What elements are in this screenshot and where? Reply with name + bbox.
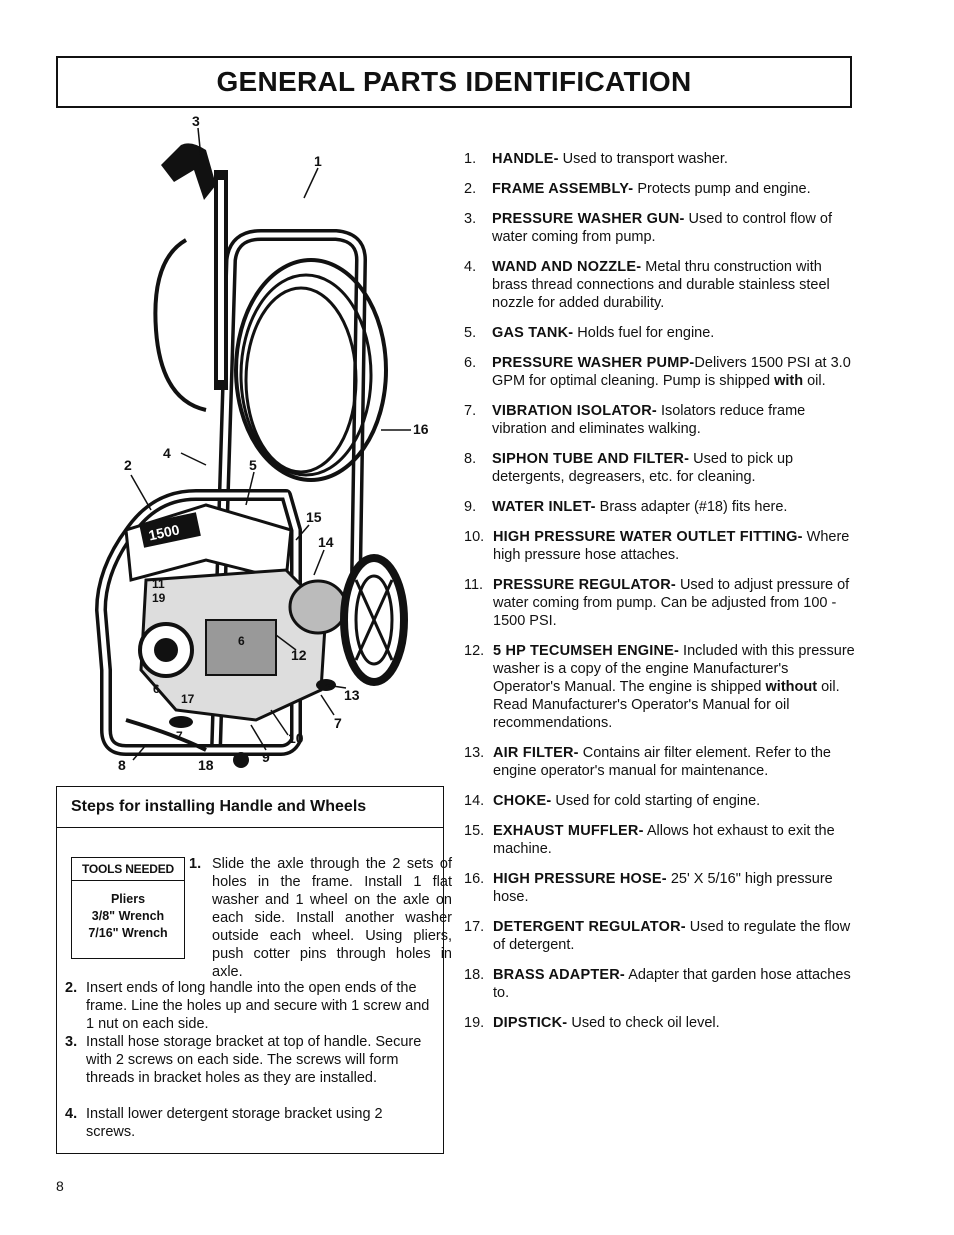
part-item: 18.BRASS ADAPTER- Adapter that garden ho… (464, 967, 851, 1001)
step-item: 2. Insert ends of long handle into the o… (65, 980, 430, 1032)
page-title: GENERAL PARTS IDENTIFICATION (216, 66, 692, 97)
parts-list: 1.HANDLE- Used to transport washer. 2.FR… (464, 150, 856, 1044)
part-item: 7.VIBRATION ISOLATOR- Isolators reduce f… (464, 403, 806, 437)
svg-text:19: 19 (152, 591, 166, 605)
title-box: GENERAL PARTS IDENTIFICATION (56, 56, 852, 108)
part-item: 4.WAND AND NOZZLE- Metal thru constructi… (464, 259, 830, 311)
part-item: 13.AIR FILTER- Contains air filter eleme… (464, 745, 831, 779)
tools-heading: TOOLS NEEDED (72, 858, 184, 881)
svg-text:7: 7 (176, 729, 183, 743)
svg-text:9: 9 (262, 749, 270, 765)
svg-text:6: 6 (238, 634, 245, 648)
callout-labels: 3 1 16 4 2 5 15 14 11 19 6 12 17 13 7 9 … (118, 113, 429, 773)
svg-text:12: 12 (291, 647, 307, 663)
part-item: 17.DETERGENT REGULATOR- Used to regulate… (464, 919, 851, 953)
part-item: 8.SIPHON TUBE AND FILTER- Used to pick u… (464, 451, 794, 485)
svg-text:8: 8 (118, 757, 126, 773)
svg-text:5: 5 (249, 457, 257, 473)
svg-text:14: 14 (318, 534, 334, 550)
installation-steps-box: Steps for installing Handle and Wheels T… (56, 786, 452, 1154)
svg-text:1: 1 (314, 153, 322, 169)
pressure-washer-illustration: 1500 (56, 110, 448, 778)
step-item: 4. Install lower detergent storage brack… (65, 1106, 383, 1140)
part-item: 12.5 HP TECUMSEH ENGINE- Included with t… (464, 643, 855, 731)
svg-text:10: 10 (288, 730, 304, 746)
svg-text:18: 18 (198, 757, 214, 773)
svg-text:2: 2 (124, 457, 132, 473)
svg-text:11: 11 (152, 577, 165, 591)
svg-text:3: 3 (192, 113, 200, 129)
page-number: 8 (56, 1178, 64, 1194)
pressure-washer-drawing: 1500 (95, 113, 429, 773)
part-item: 16.HIGH PRESSURE HOSE- 25' X 5/16" high … (464, 871, 833, 905)
part-item: 5.GAS TANK- Holds fuel for engine. (464, 325, 715, 341)
part-item: 15.EXHAUST MUFFLER- Allows hot exhaust t… (464, 823, 835, 857)
svg-text:17: 17 (181, 692, 195, 706)
part-item: 9.WATER INLET- Brass adapter (#18) fits … (464, 499, 788, 515)
svg-text:4: 4 (163, 445, 171, 461)
part-item: 2.FRAME ASSEMBLY- Protects pump and engi… (464, 181, 811, 197)
step-item: 1. Slide the axle through the 2 sets of … (189, 856, 452, 980)
part-item: 19.DIPSTICK- Used to check oil level. (464, 1015, 720, 1031)
svg-text:7: 7 (334, 715, 342, 731)
tools-needed-box: TOOLS NEEDED Pliers 3/8" Wrench 7/16" Wr… (71, 857, 185, 959)
svg-text:6: 6 (153, 682, 160, 696)
tool-item: Pliers (110, 892, 146, 906)
part-item: 11.PRESSURE REGULATOR- Used to adjust pr… (464, 577, 850, 629)
svg-text:13: 13 (344, 687, 360, 703)
part-item: 10.HIGH PRESSURE WATER OUTLET FITTING- W… (464, 529, 850, 563)
svg-text:16: 16 (413, 421, 429, 437)
part-item: 6.PRESSURE WASHER PUMP-Delivers 1500 PSI… (464, 355, 851, 389)
part-item: 3.PRESSURE WASHER GUN- Used to control f… (464, 211, 833, 245)
tool-item: 3/8" Wrench (91, 909, 165, 923)
step-item: 3. Install hose storage bracket at top o… (65, 1034, 422, 1086)
tool-item: 7/16" Wrench (88, 926, 168, 940)
steps-heading: Steps for installing Handle and Wheels (57, 787, 443, 828)
svg-text:15: 15 (306, 509, 322, 525)
part-item: 1.HANDLE- Used to transport washer. (464, 151, 728, 167)
part-item: 14.CHOKE- Used for cold starting of engi… (464, 793, 761, 809)
svg-text:1500: 1500 (147, 521, 181, 543)
